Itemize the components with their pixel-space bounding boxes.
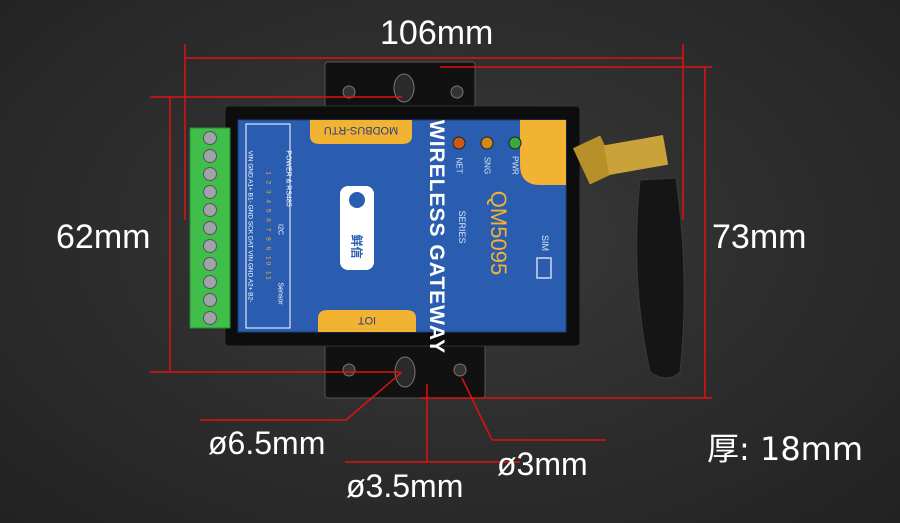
terminal-screw (203, 131, 217, 145)
height-73-dimension-label: 73mm (712, 218, 807, 256)
sim-label: SIM (540, 234, 550, 251)
orange-protocol-tab (310, 120, 412, 144)
terminal-signals: VIN GND A1+ B1- GND SCK DAT VIN GND A2+ … (246, 150, 254, 303)
logo-badge (340, 186, 374, 270)
terminal-screw (203, 221, 217, 235)
device-title: WIRELESS GATEWAY (425, 119, 448, 355)
dimension-lines (150, 44, 712, 463)
terminal-screw (203, 275, 217, 289)
protocol-label: MODBUS-RTU (323, 124, 399, 136)
terminal-screw (203, 257, 217, 271)
terminal-screw (203, 293, 217, 307)
terminal-header-i2c: I2C (276, 224, 284, 235)
device-model: QM5095 (486, 190, 511, 276)
orange-bottom-tab (318, 310, 416, 332)
terminal-numbers: 1 2 3 4 5 6 7 8 9 10 11 (264, 171, 272, 282)
thickness-label: 厚: 18mm (707, 430, 864, 468)
label-panel (237, 119, 567, 333)
width-dimension-label: 106mm (380, 14, 494, 52)
orange-top-tab (520, 120, 566, 185)
terminal-screw (203, 149, 217, 163)
status-led (480, 136, 494, 150)
terminal-header-sensor: Sensor (276, 282, 284, 305)
logo-text: 鲜信 (349, 234, 364, 259)
bottom-mounting-plate (324, 339, 486, 399)
device-series: SERIES (457, 210, 467, 244)
terminal-header-top: POWER & RS485 (284, 150, 292, 207)
iot-label: IOT (357, 314, 377, 326)
top-mounting-plate (324, 61, 476, 118)
status-led (452, 136, 466, 150)
logo-mark (349, 192, 365, 208)
terminal-screw (203, 203, 217, 217)
height-62-dimension-label: 62mm (56, 218, 151, 256)
terminal-block (189, 127, 231, 329)
terminal-screw (203, 311, 217, 325)
terminal-table (245, 123, 291, 329)
sim-slot (536, 257, 552, 279)
hole-65-label: ø6.5mm (208, 425, 326, 461)
hole-3-label: ø3mm (497, 446, 588, 482)
status-led-label: SNG (482, 156, 492, 175)
terminal-screw (203, 185, 217, 199)
antenna (572, 135, 685, 379)
hole-35-label: ø3.5mm (346, 468, 464, 504)
terminal-screw (203, 167, 217, 181)
status-led-label: PWR (510, 156, 520, 175)
status-led (508, 136, 522, 150)
status-led-label: NET (454, 157, 464, 174)
terminal-screw (203, 239, 217, 253)
